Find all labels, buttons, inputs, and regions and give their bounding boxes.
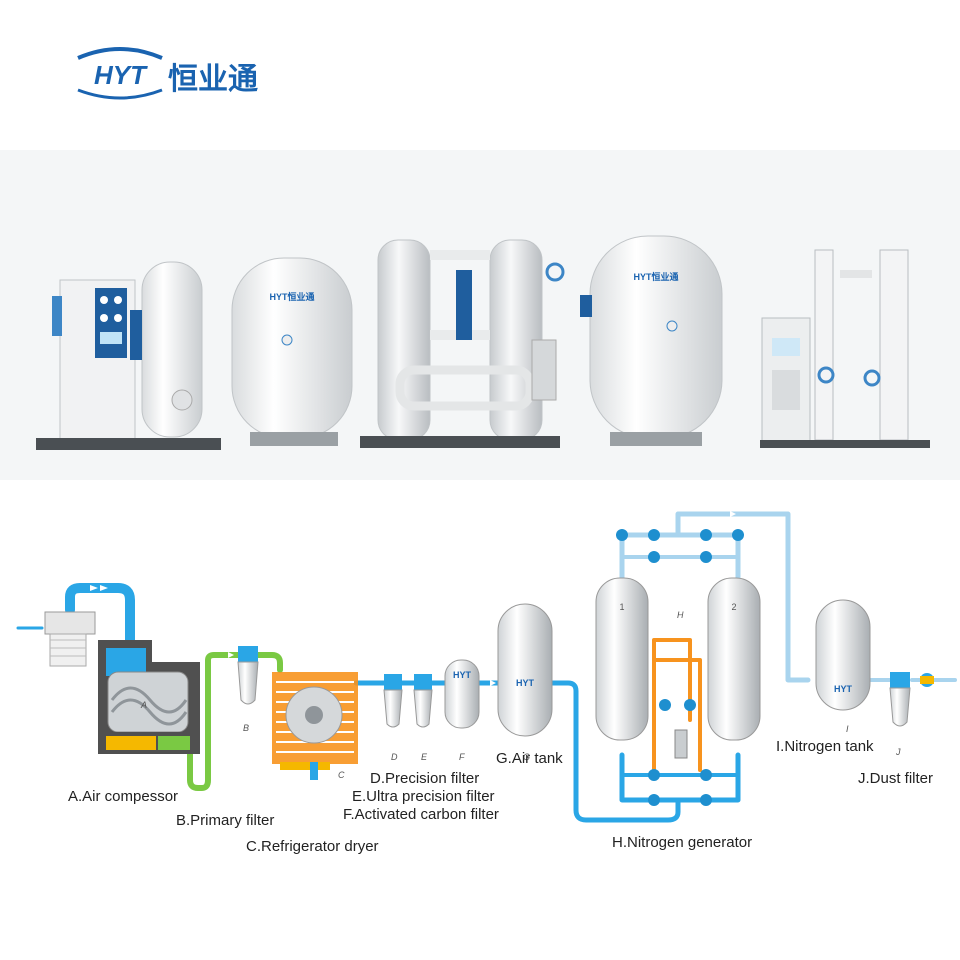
label-ultra-precision-filter: E.Ultra precision filter [352, 788, 495, 805]
photo-purification-unit [760, 249, 930, 448]
valve-icon [700, 794, 712, 806]
valve-icon [700, 529, 712, 541]
flow-arrows [90, 511, 736, 686]
valve-icon [616, 529, 628, 541]
arrow-icon [100, 585, 108, 591]
pipe-top-manifold [619, 532, 741, 588]
component-air-compressor [44, 611, 200, 754]
pipe-to-nitrogen-tank [675, 511, 811, 683]
arrow-icon [90, 585, 98, 591]
pipe-regeneration [652, 638, 702, 772]
photo-dryer-tank [130, 261, 203, 438]
adsorption-tower-2 [707, 577, 761, 741]
letter-B: B [243, 723, 250, 733]
label-nitrogen-generator: H.Nitrogen generator [612, 834, 753, 851]
tower-1-number: 1 [619, 602, 624, 612]
arrow-icon [730, 511, 736, 517]
logo-latin: HYT [94, 60, 148, 90]
label-dust-filter: J.Dust filter [858, 770, 934, 787]
label-air-compressor: A.Air compessor [68, 788, 179, 805]
component-primary-filter [237, 646, 259, 705]
valve-icon [648, 529, 660, 541]
silencer [674, 729, 688, 759]
component-activated-carbon-filter: HYT [444, 659, 480, 729]
letter-I: I [846, 724, 849, 734]
brand-logo: HYT 恒业通 [72, 44, 262, 100]
valve-icon [700, 551, 712, 563]
component-ultra-precision-filter [413, 674, 433, 728]
component-nitrogen-generator: 1 2 [595, 577, 761, 759]
arrow-icon [228, 652, 234, 658]
letter-C: C [338, 770, 345, 780]
adsorption-tower-1 [595, 577, 649, 741]
component-precision-filter [383, 674, 403, 728]
valve-icon [648, 794, 660, 806]
air-tank-logo: HYT [516, 678, 535, 688]
component-air-tank: HYT [497, 603, 553, 737]
photo-nitrogen-generator [360, 239, 565, 448]
label-air-tank: G.Air tank [496, 750, 563, 767]
label-activated-carbon-filter: F.Activated carbon filter [343, 806, 499, 823]
valve-icon [648, 769, 660, 781]
valve-icon [700, 769, 712, 781]
photo-air-tank-logo: HYT恒业通 [269, 291, 314, 302]
letter-H: H [677, 610, 684, 620]
pipe-air-to-generator [549, 680, 681, 823]
component-nitrogen-tank: HYT [815, 599, 871, 711]
logo-chinese: 恒业通 [168, 62, 258, 97]
nitrogen-tank-logo: HYT [834, 684, 853, 694]
letter-D: D [391, 752, 398, 762]
photo-air-tank: HYT恒业通 [231, 257, 353, 446]
photo-nitrogen-tank: HYT恒业通 [580, 235, 723, 446]
letter-G: G [523, 752, 531, 762]
label-precision-filter: D.Precision filter [370, 770, 480, 787]
component-dust-filter [889, 672, 911, 727]
label-primary-filter: B.Primary filter [176, 812, 275, 829]
pipe-green-2 [251, 652, 283, 673]
outlet-valve-body-icon [920, 676, 934, 684]
component-refrigerator-dryer [272, 672, 358, 780]
carbon-filter-logo: HYT [453, 670, 472, 680]
valves [616, 529, 934, 806]
label-nitrogen-tank: I.Nitrogen tank [776, 738, 874, 755]
letter-E: E [421, 752, 428, 762]
pipe-green-1 [187, 652, 245, 791]
pipe-compressor-intake [65, 583, 135, 645]
valve-icon [648, 551, 660, 563]
pipe-bottom-manifold [619, 752, 741, 803]
tower-2-number: 2 [731, 602, 736, 612]
letter-F: F [459, 752, 465, 762]
letter-A: A [141, 700, 148, 710]
letter-J: J [896, 747, 901, 757]
arrow-icon [490, 680, 496, 686]
logo-emblem: HYT [77, 47, 163, 100]
valve-icon [659, 699, 671, 711]
valve-icon [732, 529, 744, 541]
label-refrigerator-dryer: C.Refrigerator dryer [246, 838, 379, 855]
valve-icon [684, 699, 696, 711]
photo-compressor [36, 279, 221, 450]
photo-nitrogen-tank-logo: HYT恒业通 [633, 271, 678, 282]
